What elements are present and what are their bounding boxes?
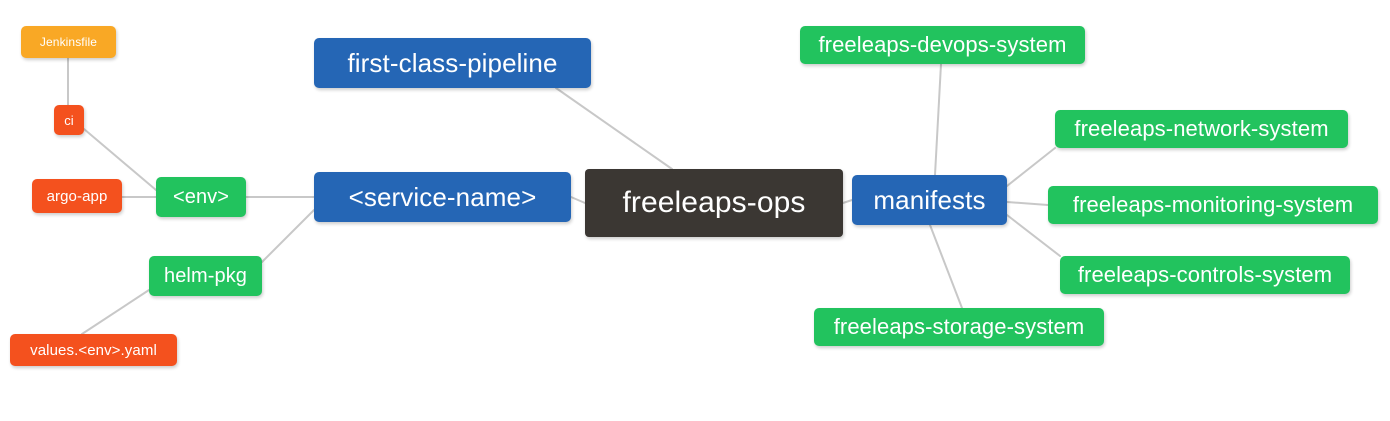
node-argo[interactable]: argo-app [32,179,122,213]
node-label: first-class-pipeline [347,48,558,78]
node-label: freeleaps-devops-system [818,32,1067,57]
node-label: helm-pkg [163,265,248,287]
node-label: freeleaps-monitoring-system [1072,192,1354,217]
node-manifests[interactable]: manifests [852,175,1007,225]
edge-root-manifests [842,199,853,204]
edge-service-helm [261,209,315,263]
node-label: <env> [172,186,230,208]
node-label: ci [64,112,74,128]
edge-manifests-devops [934,63,942,176]
node-network[interactable]: freeleaps-network-system [1055,110,1348,148]
node-root[interactable]: freeleaps-ops [585,169,843,237]
node-env[interactable]: <env> [156,177,246,217]
node-label: freeleaps-storage-system [833,314,1085,339]
edge-manifests-network [1006,147,1056,187]
node-label: Jenkinsfile [39,35,98,49]
edge-helm-values [81,289,150,335]
node-label: argo-app [46,187,108,205]
node-label: values.<env>.yaml [30,341,157,359]
node-devops[interactable]: freeleaps-devops-system [800,26,1085,64]
node-storage[interactable]: freeleaps-storage-system [814,308,1104,346]
node-controls[interactable]: freeleaps-controls-system [1060,256,1350,294]
node-label: freeleaps-controls-system [1077,262,1333,287]
node-service[interactable]: <service-name> [314,172,571,222]
node-ci[interactable]: ci [54,105,84,135]
node-label: manifests [873,185,986,215]
node-label: freeleaps-network-system [1074,116,1329,141]
node-monitoring[interactable]: freeleaps-monitoring-system [1048,186,1378,224]
node-pipeline[interactable]: first-class-pipeline [314,38,591,88]
edge-manifests-storage [929,224,963,309]
node-values[interactable]: values.<env>.yaml [10,334,177,366]
node-label: freeleaps-ops [622,186,806,219]
node-helm[interactable]: helm-pkg [149,256,262,296]
edge-root-service [570,196,586,204]
edge-manifests-monitoring [1006,201,1049,206]
node-label: <service-name> [348,182,537,212]
edge-root-pipeline [555,87,673,170]
node-jenkinsfile[interactable]: Jenkinsfile [21,26,116,58]
